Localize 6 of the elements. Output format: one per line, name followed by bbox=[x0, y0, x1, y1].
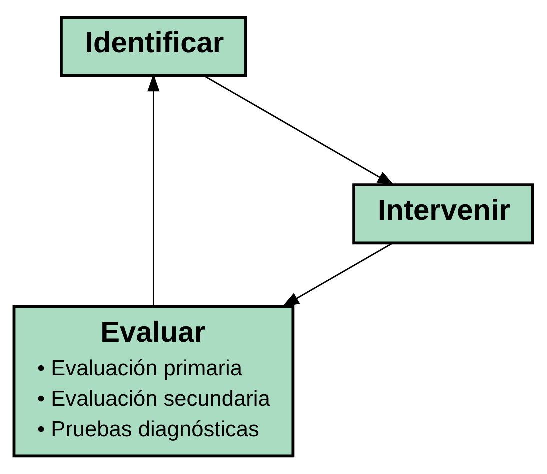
node-box: Intervenir bbox=[352, 184, 534, 245]
arrow bbox=[282, 242, 394, 308]
node-box: Evaluar • Evaluación primaria • Evaluación secundaria • Pruebas diagnósticas bbox=[12, 305, 295, 458]
arrow bbox=[204, 75, 395, 186]
node-box: Identificar bbox=[60, 16, 248, 78]
arrow bbox=[148, 74, 160, 306]
